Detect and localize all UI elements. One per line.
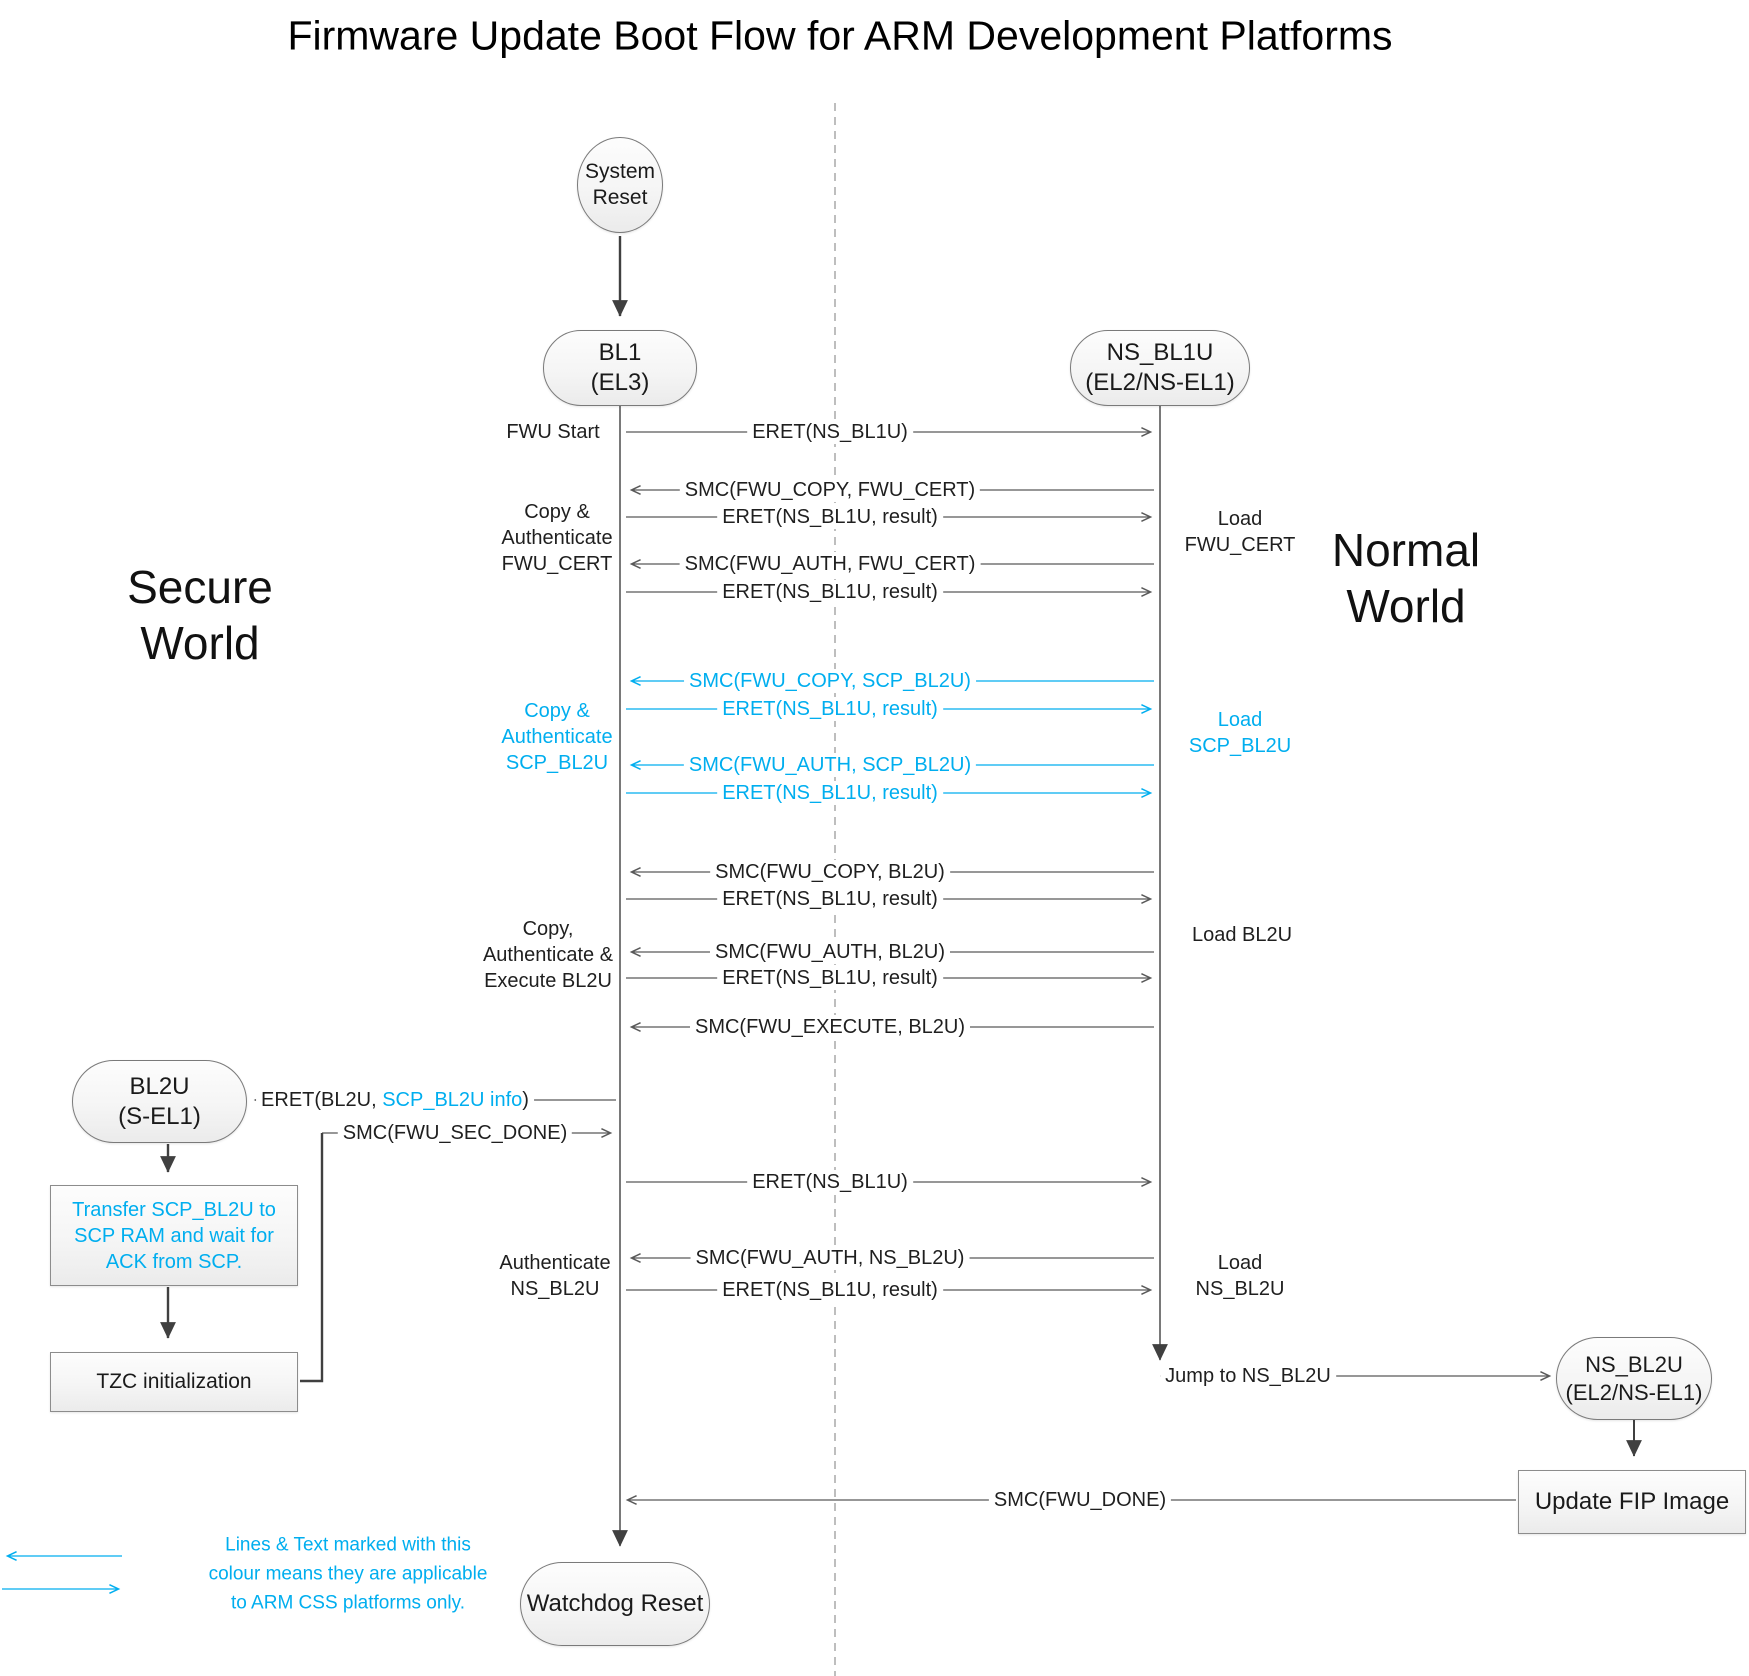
watchdog-reset-node: Watchdog Reset bbox=[520, 1562, 710, 1646]
normal-world-label: Normal World bbox=[1332, 522, 1480, 634]
update-fip-node: Update FIP Image bbox=[1518, 1470, 1746, 1534]
page-title: Firmware Update Boot Flow for ARM Develo… bbox=[287, 12, 1393, 59]
annotation-line: Authenticate bbox=[501, 527, 613, 549]
bl2u-label-2: (S-EL1) bbox=[118, 1102, 201, 1130]
msg-eret-result-6: ERET(NS_BL1U, result) bbox=[717, 966, 943, 990]
annotation-line: Authenticate bbox=[501, 726, 613, 748]
annotation-load-fwu-cert: Load FWU_CERT bbox=[1185, 506, 1296, 558]
system-reset-node: System Reset bbox=[577, 137, 663, 233]
bl1-label-1: BL1 bbox=[598, 339, 642, 366]
annotation-line: Copy & bbox=[524, 700, 590, 722]
bl2u-node: BL2U (S-EL1) bbox=[72, 1060, 247, 1143]
msg-smc-fwu-copy-scp-bl2u: SMC(FWU_COPY, SCP_BL2U) bbox=[684, 669, 976, 693]
annotation-line: NS_BL2U bbox=[510, 1278, 600, 1300]
normal-world-line-1: Normal bbox=[1331, 524, 1481, 576]
system-reset-label-1: System bbox=[584, 160, 655, 183]
annotation-load-ns-bl2u: Load NS_BL2U bbox=[1196, 1250, 1285, 1302]
msg-smc-fwu-copy-fwu-cert: SMC(FWU_COPY, FWU_CERT) bbox=[679, 478, 981, 502]
transfer-scp-bl2u-label-1: Transfer SCP_BL2U to bbox=[72, 1198, 276, 1221]
msg-jump-to-ns-bl2u: Jump to NS_BL2U bbox=[1160, 1364, 1336, 1388]
transfer-scp-bl2u-label-3: ACK from SCP. bbox=[105, 1250, 243, 1273]
annotation-fwu-start: FWU Start bbox=[506, 421, 600, 443]
secure-world-line-2: World bbox=[140, 617, 260, 669]
ns-bl1u-label-2: (EL2/NS-EL1) bbox=[1085, 369, 1235, 396]
msg-eret-result-1: ERET(NS_BL1U, result) bbox=[717, 505, 943, 529]
bl1-label-2: (EL3) bbox=[590, 369, 650, 396]
annotation-copy-auth-fwu-cert: Copy & Authenticate FWU_CERT bbox=[501, 499, 612, 577]
legend-line-2: colour means they are applicable bbox=[208, 1563, 488, 1585]
msg-smc-fwu-auth-ns-bl2u: SMC(FWU_AUTH, NS_BL2U) bbox=[690, 1246, 970, 1270]
tzc-init-node: TZC initialization bbox=[50, 1352, 298, 1412]
ns-bl1u-label-1: NS_BL1U bbox=[1106, 339, 1214, 366]
ns-bl1u-node: NS_BL1U (EL2/NS-EL1) bbox=[1070, 330, 1250, 406]
secure-world-line-1: Secure bbox=[127, 561, 273, 613]
msg-smc-fwu-execute-bl2u: SMC(FWU_EXECUTE, BL2U) bbox=[689, 1015, 971, 1039]
msg-eret-result-5: ERET(NS_BL1U, result) bbox=[717, 887, 943, 911]
legend-line-1: Lines & Text marked with this bbox=[225, 1534, 471, 1556]
annotation-copy-auth-exec-bl2u: Copy, Authenticate & Execute BL2U bbox=[483, 916, 613, 994]
legend-text: Lines & Text marked with this colour mea… bbox=[209, 1531, 488, 1618]
annotation-line: Copy & bbox=[524, 501, 590, 523]
annotation-line: SCP_BL2U bbox=[1188, 735, 1292, 757]
transfer-scp-bl2u-node: Transfer SCP_BL2U to SCP RAM and wait fo… bbox=[50, 1185, 298, 1286]
bl1-node: BL1 (EL3) bbox=[543, 330, 697, 406]
annotation-line: Copy, bbox=[522, 918, 574, 940]
msg-eret-bl2u-highlight: SCP_BL2U info bbox=[382, 1089, 523, 1111]
bl2u-label-1: BL2U bbox=[129, 1072, 190, 1100]
annotation-line: Load bbox=[1217, 1252, 1263, 1274]
msg-eret-bl2u-prefix: ERET(BL2U, bbox=[261, 1089, 383, 1111]
msg-smc-fwu-sec-done: SMC(FWU_SEC_DONE) bbox=[337, 1121, 573, 1145]
secure-world-label: Secure World bbox=[127, 559, 273, 671]
connector-tzc-to-smc-sec-done bbox=[300, 1133, 324, 1383]
annotation-line: Execute BL2U bbox=[484, 970, 612, 992]
annotation-line: Load bbox=[1217, 709, 1263, 731]
msg-eret-ns-bl1u-2: ERET(NS_BL1U) bbox=[747, 1170, 913, 1194]
ns-bl2u-node: NS_BL2U (EL2/NS-EL1) bbox=[1556, 1337, 1712, 1420]
msg-smc-fwu-auth-fwu-cert: SMC(FWU_AUTH, FWU_CERT) bbox=[679, 552, 981, 576]
msg-smc-fwu-auth-scp-bl2u: SMC(FWU_AUTH, SCP_BL2U) bbox=[683, 753, 977, 777]
msg-eret-bl2u-suffix: ) bbox=[522, 1089, 529, 1111]
tzc-init-label: TZC initialization bbox=[96, 1370, 252, 1393]
annotation-line: NS_BL2U bbox=[1195, 1278, 1285, 1300]
msg-eret-bl2u: ERET(BL2U, SCP_BL2U info) bbox=[256, 1088, 534, 1112]
legend-line-3: to ARM CSS platforms only. bbox=[230, 1592, 466, 1614]
msg-eret-result-2: ERET(NS_BL1U, result) bbox=[717, 580, 943, 604]
system-reset-label-2: Reset bbox=[592, 186, 648, 209]
annotation-line: SCP_BL2U bbox=[505, 752, 609, 774]
annotation-line: FWU_CERT bbox=[1184, 534, 1296, 556]
msg-eret-result-3: ERET(NS_BL1U, result) bbox=[717, 697, 943, 721]
msg-smc-fwu-done: SMC(FWU_DONE) bbox=[988, 1488, 1172, 1512]
ns-bl2u-label-1: NS_BL2U bbox=[1585, 1351, 1683, 1377]
msg-eret-result-4: ERET(NS_BL1U, result) bbox=[717, 781, 943, 805]
annotation-load-bl2u: Load BL2U bbox=[1191, 924, 1293, 946]
watchdog-reset-label: Watchdog Reset bbox=[526, 1590, 704, 1617]
ns-bl2u-label-2: (EL2/NS-EL1) bbox=[1565, 1379, 1703, 1405]
annotation-copy-auth-scp-bl2u: Copy & Authenticate SCP_BL2U bbox=[501, 698, 612, 776]
annotation-load-scp-bl2u: Load SCP_BL2U bbox=[1189, 707, 1291, 759]
msg-eret-result-7: ERET(NS_BL1U, result) bbox=[717, 1278, 943, 1302]
annotation-line: Authenticate & bbox=[482, 944, 614, 966]
annotation-line: FWU_CERT bbox=[501, 553, 613, 575]
msg-eret-ns-bl1u-1: ERET(NS_BL1U) bbox=[747, 420, 913, 444]
normal-world-line-2: World bbox=[1346, 580, 1466, 632]
annotation-auth-ns-bl2u: Authenticate NS_BL2U bbox=[499, 1250, 610, 1302]
transfer-scp-bl2u-label-2: SCP RAM and wait for bbox=[74, 1224, 274, 1247]
annotation-line: Authenticate bbox=[499, 1252, 611, 1274]
update-fip-label: Update FIP Image bbox=[1534, 1488, 1730, 1515]
msg-smc-fwu-auth-bl2u: SMC(FWU_AUTH, BL2U) bbox=[709, 940, 951, 964]
msg-smc-fwu-copy-bl2u: SMC(FWU_COPY, BL2U) bbox=[710, 860, 950, 884]
annotation-line: Load bbox=[1217, 508, 1263, 530]
